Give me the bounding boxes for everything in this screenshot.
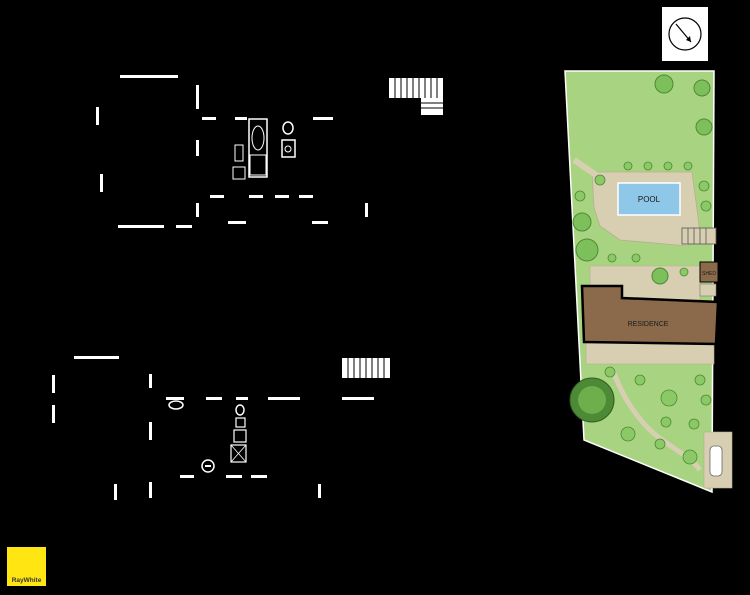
- site-plan: POOL RESIDENCE SHED: [564, 70, 733, 494]
- wall-segment: [236, 397, 248, 400]
- wall-segment: [251, 475, 267, 478]
- compass-ring-icon: [668, 17, 702, 51]
- sink-icon: [281, 139, 296, 158]
- shrub-icon: [660, 416, 672, 428]
- path: [572, 157, 598, 178]
- cabinet-icon: [233, 429, 247, 443]
- wall-segment: [210, 195, 224, 198]
- cabinet-icon: [234, 144, 244, 162]
- shrub-icon: [698, 180, 710, 192]
- wall-segment: [180, 475, 194, 478]
- tree-icon: [572, 212, 592, 232]
- shrub-icon: [574, 190, 586, 202]
- wall-segment: [299, 195, 313, 198]
- pool-steps: [681, 227, 717, 245]
- bathtub-basin-icon: [251, 125, 265, 151]
- pool: [617, 182, 681, 216]
- toilet-icon: [282, 121, 294, 135]
- wall-segment: [235, 117, 247, 120]
- shrub-icon: [620, 426, 636, 442]
- shrub-icon: [679, 267, 689, 277]
- wall-segment: [52, 375, 55, 393]
- wall-segment: [196, 140, 199, 156]
- wall-segment: [202, 117, 216, 120]
- lower-floor-plan: [52, 356, 390, 500]
- shrub-icon: [654, 438, 666, 450]
- residence: [580, 284, 720, 346]
- wall-segment: [249, 195, 263, 198]
- logo-text: RayWhite: [12, 577, 42, 584]
- wall-segment: [365, 203, 368, 217]
- logo-badge: [7, 547, 46, 586]
- tree-icon: [695, 118, 713, 136]
- shrub-icon: [682, 449, 698, 465]
- shrub-icon: [660, 389, 678, 407]
- shrub-icon: [683, 161, 693, 171]
- wall-segment: [196, 85, 199, 109]
- wall-segment: [149, 422, 152, 440]
- wall-segment: [318, 484, 321, 498]
- wall-segment: [74, 356, 119, 359]
- shower-icon: [249, 154, 267, 176]
- tree-icon: [575, 238, 599, 262]
- wall-segment: [166, 397, 184, 400]
- shrub-icon: [688, 418, 700, 430]
- wall-segment: [268, 397, 300, 400]
- trees: [569, 74, 713, 465]
- shrub-icon: [643, 161, 653, 171]
- shrub-icon: [594, 174, 606, 186]
- shrub-icon: [663, 161, 673, 171]
- shrub-icon: [631, 253, 641, 263]
- shrub-icon: [694, 374, 706, 386]
- wall-segment: [120, 75, 178, 78]
- wall-segment: [52, 405, 55, 423]
- shed: [699, 261, 719, 283]
- residence-label: RESIDENCE: [628, 321, 669, 328]
- stairs-upper: [389, 78, 443, 115]
- wall-segment: [149, 482, 152, 498]
- wall-segment: [100, 174, 103, 192]
- wall-segment: [149, 374, 152, 388]
- laundry-tub-icon: [201, 459, 215, 473]
- wall-segment: [228, 221, 246, 224]
- tree-icon: [693, 79, 711, 97]
- wall-segment: [196, 203, 199, 217]
- wall-segment: [96, 107, 99, 125]
- shed-label: SHED: [702, 271, 716, 277]
- vanity-icon: [235, 417, 246, 428]
- wall-segment: [313, 117, 333, 120]
- wall-segment: [114, 484, 117, 500]
- shrub-icon: [607, 253, 617, 263]
- car-icon: [709, 445, 723, 477]
- wall-segment: [118, 225, 164, 228]
- tree-icon: [651, 267, 669, 285]
- compass: [662, 7, 708, 61]
- basin-icon: [168, 400, 184, 410]
- large-tree-canopy-icon: [578, 386, 606, 414]
- wall-segment: [275, 195, 289, 198]
- toilet-icon: [235, 404, 245, 416]
- shrub-icon: [623, 161, 633, 171]
- wall-segment: [206, 397, 222, 400]
- cooktop-icon: [232, 166, 246, 180]
- wall-segment: [176, 225, 192, 228]
- tree-icon: [654, 74, 674, 94]
- upper-floor-plan: [96, 75, 443, 228]
- pool-label: POOL: [638, 195, 661, 204]
- shower-icon: [230, 444, 247, 463]
- wall-segment: [342, 397, 374, 400]
- wall-segment: [226, 475, 242, 478]
- stairs-lower: [342, 358, 390, 378]
- wall-segment: [312, 221, 328, 224]
- shed-steps: [699, 283, 717, 297]
- raywhite-logo: RayWhite: [7, 547, 46, 586]
- shrub-icon: [634, 374, 646, 386]
- sink-bowl-icon: [284, 145, 292, 153]
- bathtub-icon: [248, 118, 268, 178]
- shrub-icon: [700, 200, 712, 212]
- shrub-icon: [604, 366, 616, 378]
- shrub-icon: [700, 394, 712, 406]
